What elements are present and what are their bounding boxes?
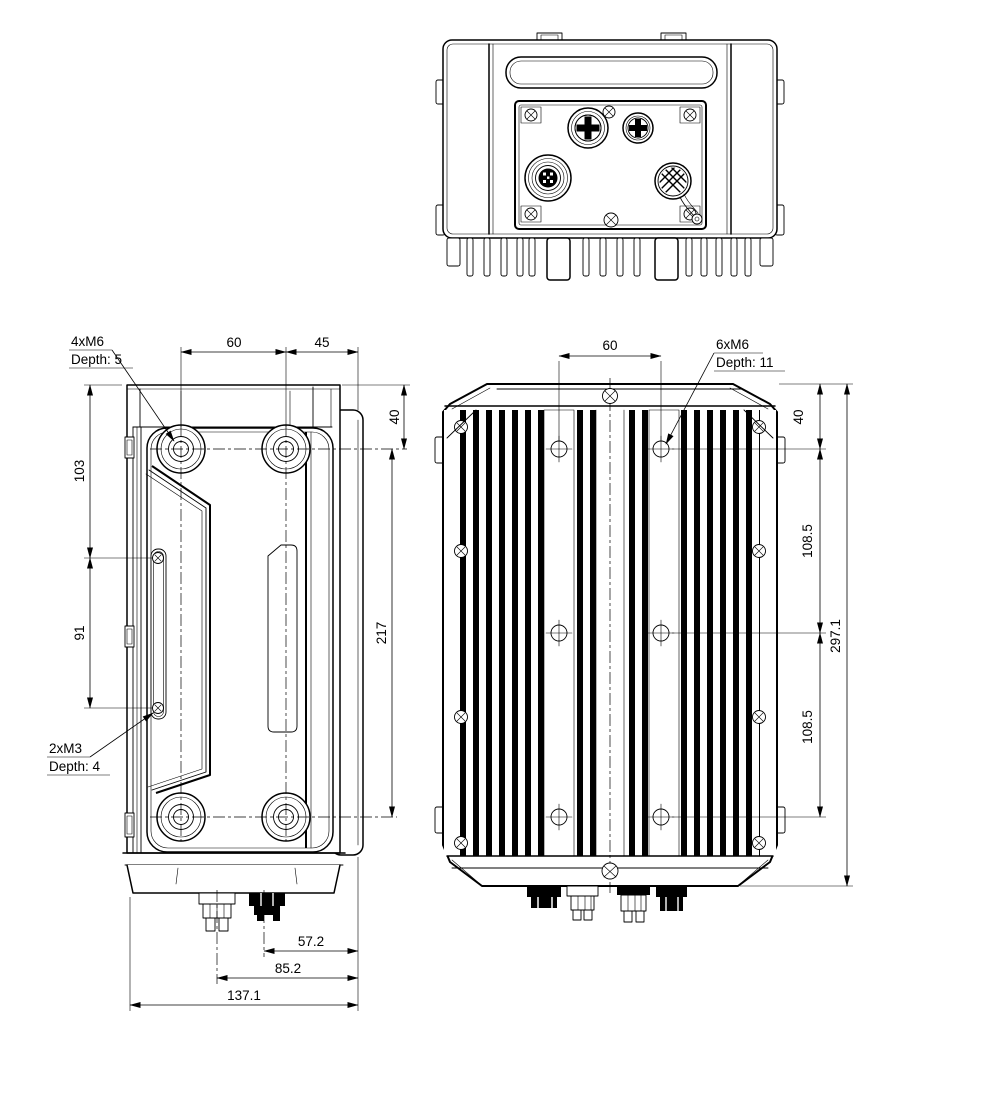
- callout-side-m6-thread: 4xM6: [71, 334, 104, 349]
- front-view: [434, 378, 786, 923]
- connector-panel: [514, 100, 707, 230]
- dim-front-297-1: 297.1: [828, 619, 843, 653]
- top-view-fins: [446, 237, 774, 281]
- callout-side-m6: 4xM6 Depth: 5: [69, 334, 175, 442]
- m6-hole: [647, 803, 675, 831]
- lid-outline: [146, 427, 334, 853]
- center-slot: [267, 544, 298, 733]
- dim-front-hole-spacing-h: 60: [602, 338, 617, 353]
- dim-front-top-offset: 40: [791, 409, 806, 424]
- dim-side-57-2: 57.2: [298, 934, 324, 949]
- side-view-connectors: [198, 892, 285, 932]
- dimensions: 60 45 40 103 91 217 57.2 85.2 137.1 60 4…: [72, 335, 853, 1011]
- m6-hole: [545, 619, 573, 647]
- capped-connector: [654, 162, 703, 225]
- dim-side-boss-to-edge: 45: [314, 335, 329, 350]
- dim-side-103: 103: [72, 460, 87, 483]
- sealed-connector: [249, 893, 285, 921]
- dim-side-top-offset: 40: [387, 409, 402, 424]
- centerlines: [150, 425, 407, 841]
- dim-front-108-5-upper: 108.5: [800, 524, 815, 558]
- callout-side-m6-depth: Depth: 5: [71, 352, 122, 367]
- callouts: 4xM6 Depth: 5 2xM3 Depth: 4 6xM6 Depth: …: [47, 334, 785, 776]
- m3-slot: [150, 548, 167, 720]
- cable-gland: [617, 886, 650, 923]
- sealed-connector: [527, 886, 561, 908]
- edge-clips: [124, 436, 135, 838]
- m6-hole: [545, 803, 573, 831]
- m12-connector-b: [622, 112, 654, 144]
- callout-side-m3: 2xM3 Depth: 4: [47, 712, 154, 776]
- cable-gland: [566, 885, 599, 921]
- dim-front-108-5-lower: 108.5: [800, 710, 815, 744]
- m12-connector-a: [567, 107, 609, 149]
- side-view: [122, 384, 407, 932]
- dim-side-137-1: 137.1: [227, 988, 261, 1003]
- housing-screws: [454, 388, 766, 880]
- sealed-connector: [656, 886, 687, 911]
- top-view: [435, 32, 785, 281]
- raised-panel-edge: [145, 431, 312, 849]
- top-view-body-inner: [446, 43, 774, 235]
- callout-front-m6: 6xM6 Depth: 11: [665, 337, 785, 445]
- dim-side-217: 217: [374, 622, 389, 645]
- dim-side-91: 91: [72, 625, 87, 640]
- m6-hole: [647, 619, 675, 647]
- dim-side-boss-spacing-h: 60: [226, 335, 241, 350]
- side-view-base: [122, 852, 346, 894]
- front-view-connectors: [527, 885, 687, 923]
- callout-front-m6-thread: 6xM6: [716, 337, 749, 352]
- callout-side-m3-depth: Depth: 4: [49, 759, 101, 774]
- power-connector: [524, 154, 572, 202]
- callout-side-m3-thread: 2xM3: [49, 741, 82, 756]
- recessed-slot: [505, 56, 718, 89]
- callout-front-m6-depth: Depth: 11: [716, 355, 774, 370]
- dim-side-85-2: 85.2: [275, 961, 301, 976]
- panel-screws: [524, 105, 697, 228]
- lanyard: [679, 196, 695, 217]
